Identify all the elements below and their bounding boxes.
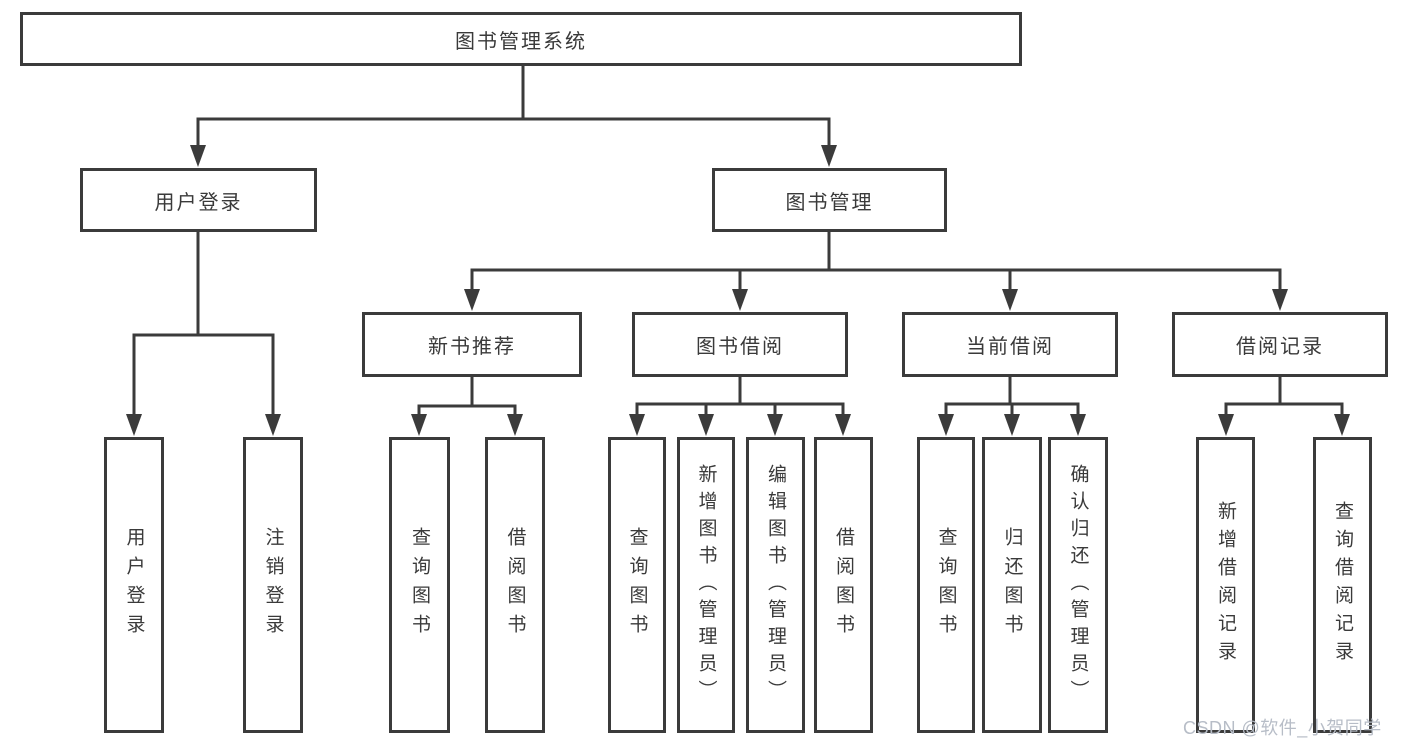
leaf-query-books-recommend: 查询图书 <box>389 437 450 733</box>
node-current-borrowing: 当前借阅 <box>902 312 1118 377</box>
node-book-borrowing: 图书借阅 <box>632 312 848 377</box>
leaf-user-login: 用户登录 <box>104 437 164 733</box>
csdn-watermark: CSDN @软件_小贺同学 <box>1183 718 1382 738</box>
leaf-logout: 注销登录 <box>243 437 303 733</box>
leaf-confirm-return-admin: 确认归还（管理员） <box>1048 437 1108 733</box>
node-book-management: 图书管理 <box>712 168 947 232</box>
connector-currborrow-to-leaves <box>938 375 1086 436</box>
connector-root-to-level2 <box>190 64 837 167</box>
leaf-add-borrow-record: 新增借阅记录 <box>1196 437 1255 733</box>
leaf-borrow-books: 借阅图书 <box>814 437 873 733</box>
leaf-edit-book-admin: 编辑图书（管理员） <box>746 437 805 733</box>
leaf-return-book: 归还图书 <box>982 437 1042 733</box>
connector-records-to-leaves <box>1218 375 1350 436</box>
connector-newbook-to-leaves <box>411 375 523 436</box>
leaf-borrow-books-recommend: 借阅图书 <box>485 437 545 733</box>
leaf-query-borrow-record: 查询借阅记录 <box>1313 437 1372 733</box>
connector-bookmgmt-to-level3 <box>464 230 1288 311</box>
connector-bookborrow-to-leaves <box>629 375 851 436</box>
leaf-query-books-borrow: 查询图书 <box>608 437 666 733</box>
leaf-add-book-admin: 新增图书（管理员） <box>677 437 735 733</box>
node-library-management-system: 图书管理系统 <box>20 12 1022 66</box>
connector-login-to-leaves <box>126 230 281 436</box>
node-new-book-recommendation: 新书推荐 <box>362 312 582 377</box>
node-borrowing-records: 借阅记录 <box>1172 312 1388 377</box>
node-user-login: 用户登录 <box>80 168 317 232</box>
leaf-query-books-current: 查询图书 <box>917 437 975 733</box>
